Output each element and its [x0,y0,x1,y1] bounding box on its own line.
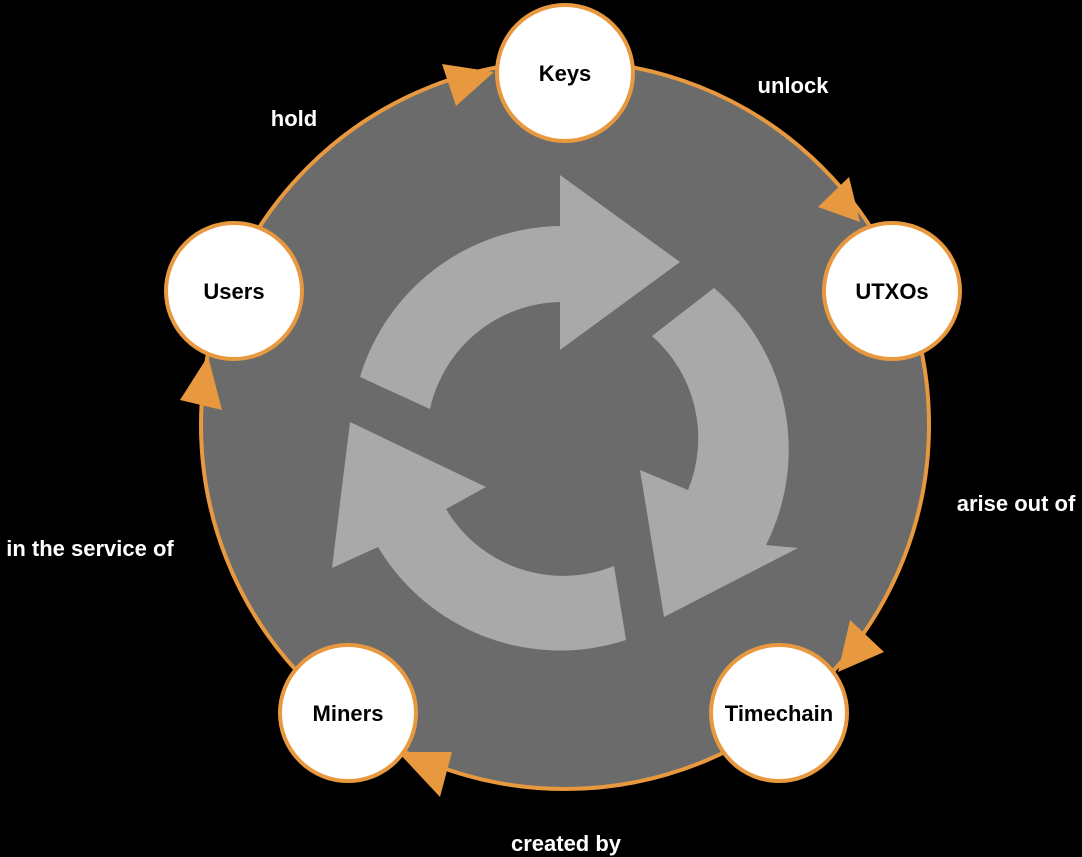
node-keys-circle [495,3,635,143]
ring-arrowheads [180,64,884,797]
node-miners: Miners [278,643,418,783]
node-timechain-circle [709,643,849,783]
node-timechain-label: Timechain [725,701,833,726]
edge-label-in-the-service-of: in the service of [6,536,174,561]
node-users-circle [164,221,304,361]
node-utxos-circle [822,221,962,361]
edge-label-unlock: unlock [758,73,830,98]
cycle-arrow-left [332,422,626,651]
edge-label-created-by: created by [511,831,622,856]
node-utxos: UTXOs [822,221,962,361]
node-timechain: Timechain [709,643,849,783]
edge-label-arise-out-of: arise out of [957,491,1076,516]
node-keys: Keys [495,3,635,143]
node-users-label: Users [203,279,264,304]
cycle-arrows-icon [332,175,798,651]
arrowhead-to-utxos [818,177,860,222]
edge-label-hold: hold [271,106,317,131]
arrowhead-to-miners [398,752,452,797]
node-users: Users [164,221,304,361]
cycle-arrow-right [640,288,798,617]
node-miners-label: Miners [313,701,384,726]
node-utxos-label: UTXOs [855,279,928,304]
arrowhead-to-keys [442,64,494,106]
arrowhead-to-users [180,356,222,410]
cycle-arrow-top [360,175,680,409]
arrowhead-to-timechain [838,620,884,672]
node-miners-circle [278,643,418,783]
node-keys-label: Keys [539,61,592,86]
